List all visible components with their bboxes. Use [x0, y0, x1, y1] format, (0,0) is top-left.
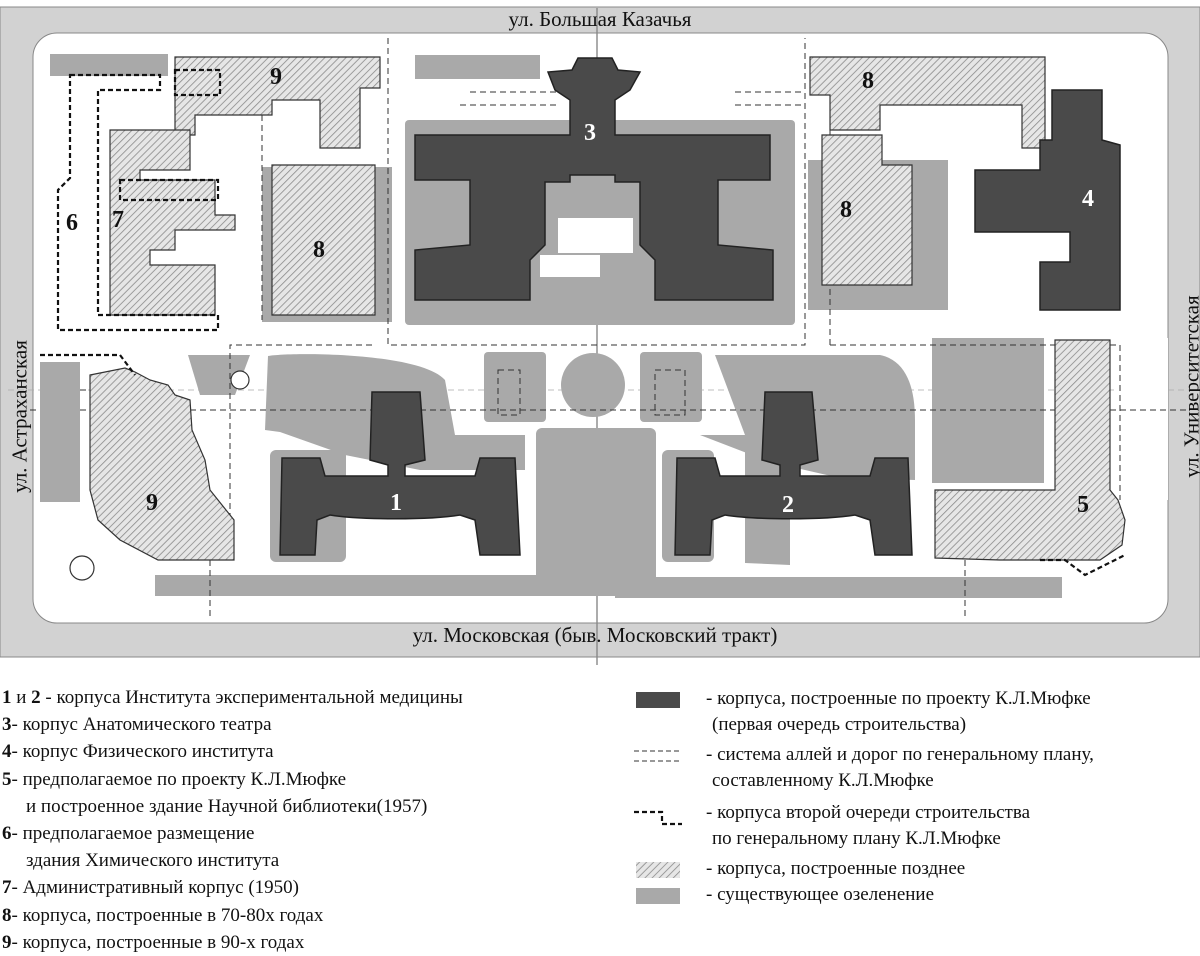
map-label-8-right: 8 [840, 197, 852, 223]
legend-num: 3 [2, 714, 12, 735]
legend-text: - предполагаемое размещение [12, 823, 255, 844]
map-label-1: 1 [390, 490, 402, 516]
street-label-left: ул. Астраханская [8, 277, 33, 557]
legend-item-continuation: здания Химического института [2, 847, 612, 874]
round-marker-small [231, 371, 249, 389]
legend-key-line: составленному К.Л.Мюфке [706, 768, 1200, 794]
legend-key-dark: - корпуса, построенные по проекту К.Л.Мю… [630, 686, 1200, 738]
legend-key-line: - существующее озеленение [706, 882, 1200, 908]
symbol-legend: - корпуса, построенные по проекту К.Л.Мю… [630, 686, 1200, 908]
legend-key-line: - система аллей и дорог по генеральному … [706, 742, 1200, 768]
legend-key-line: - корпуса, построенные по проекту К.Л.Мю… [706, 686, 1200, 712]
map-label-9-bottom: 9 [146, 490, 158, 516]
building-legend: 1 и 2 - корпуса Института эксперименталь… [2, 684, 612, 956]
legend-key-line: по генеральному плану К.Л.Мюфке [706, 826, 1200, 852]
legend-key-alley: - система аллей и дорог по генеральному … [630, 742, 1200, 794]
legend-text: - корпуса, построенные в 70-80х годах [12, 905, 324, 926]
map-label-7: 7 [112, 207, 124, 233]
legend-text: - корпуса Института экспериментальной ме… [41, 687, 463, 708]
legend-text: - предполагаемое по проекту К.Л.Мюфке [12, 769, 347, 790]
map-label-8-left: 8 [313, 237, 325, 263]
legend-key-line: - корпуса, построенные позднее [706, 856, 1200, 882]
legend-num: 1 [2, 687, 12, 708]
street-label-bottom: ул. Московская (быв. Московский тракт) [0, 623, 1190, 648]
legend-key-line: (первая очередь строительства) [706, 712, 1200, 738]
legend-item-continuation: и построенное здание Научной библиотеки(… [2, 793, 612, 820]
map-label-2: 2 [782, 492, 794, 518]
legend-item: 5- предполагаемое по проекту К.Л.Мюфке [2, 766, 612, 793]
legend-text: и [12, 687, 32, 708]
legend-num: 9 [2, 932, 12, 953]
hatched-swatch [632, 862, 684, 878]
second-stage-swatch [632, 806, 684, 832]
legend-item: 4- корпус Физического института [2, 738, 612, 765]
legend-item: 9- корпуса, построенные в 90-х годах [2, 929, 612, 956]
legend-text: - корпус Физического института [12, 741, 274, 762]
legend-item: 6- предполагаемое размещение [2, 820, 612, 847]
dark-building-swatch [632, 692, 684, 708]
map-label-6: 6 [66, 210, 78, 236]
green-strip-left [40, 362, 80, 500]
map-label-5: 5 [1077, 492, 1089, 518]
legend-text: - Административный корпус (1950) [12, 877, 299, 898]
map-label-9-top: 9 [270, 64, 282, 90]
legend-item: 7- Административный корпус (1950) [2, 874, 612, 901]
legend-key-line: - корпуса второй очереди строительства [706, 800, 1200, 826]
legend-num: 2 [31, 687, 41, 708]
map-label-8-top-right: 8 [862, 68, 874, 94]
map-label-4: 4 [1082, 186, 1094, 212]
legend-num: 5 [2, 769, 12, 790]
legend-num: 6 [2, 823, 12, 844]
legend-text: - корпус Анатомического театра [12, 714, 272, 735]
street-label-top: ул. Большая Казачья [0, 7, 1200, 32]
legend-text: - корпуса, построенные в 90-х годах [12, 932, 305, 953]
legend-item: 3- корпус Анатомического театра [2, 711, 612, 738]
legend-num: 7 [2, 877, 12, 898]
map-label-3: 3 [584, 120, 596, 146]
legend-key-second-stage: - корпуса второй очереди строительства п… [630, 800, 1200, 852]
round-marker-large [70, 556, 94, 580]
alley-line-swatch [632, 748, 684, 764]
legend-item: 1 и 2 - корпуса Института эксперименталь… [2, 684, 612, 711]
legend-num: 8 [2, 905, 12, 926]
street-label-right: ул. Университетская [1180, 237, 1200, 537]
legend-item: 8- корпуса, построенные в 70-80х годах [2, 902, 612, 929]
legend-key-green: - существующее озеленение [630, 882, 1200, 908]
legend-num: 4 [2, 741, 12, 762]
legend-key-hatched: - корпуса, построенные позднее [630, 856, 1200, 882]
green-swatch [632, 888, 684, 904]
